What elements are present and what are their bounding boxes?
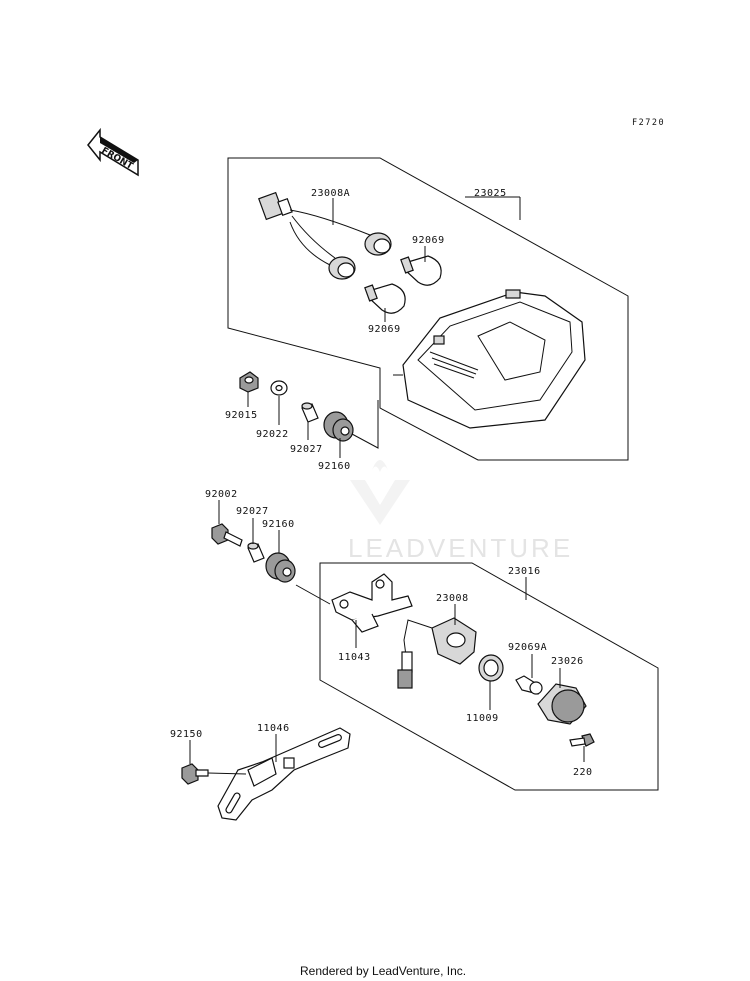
label-23025: 23025 (474, 188, 507, 199)
front-arrow-icon: FRONT (87, 127, 139, 177)
label-23008A: 23008A (311, 188, 350, 199)
label-92069A: 92069A (508, 642, 547, 653)
label-23016: 23016 (508, 566, 541, 577)
bolt-92002 (211, 523, 243, 547)
grommet-92160-upper (323, 411, 354, 442)
label-11009: 11009 (466, 713, 499, 724)
label-23026: 23026 (551, 656, 584, 667)
license-light-assembly-frame (319, 562, 659, 791)
watermark-text: LEADVENTURE (348, 533, 573, 563)
leader-grommet-upper (351, 400, 379, 449)
label-92002: 92002 (205, 489, 238, 500)
label-92069-top: 92069 (412, 235, 445, 246)
label-92150: 92150 (170, 729, 203, 740)
grommet-92160-lower (265, 552, 296, 583)
o-ring-11009 (478, 654, 504, 682)
bulb-92069-bottom (364, 283, 406, 314)
nut-92015 (239, 371, 259, 393)
screw-220 (569, 733, 595, 747)
leader-grommet-lower (295, 584, 331, 605)
label-92015: 92015 (225, 410, 258, 421)
collar-92027-lower (247, 542, 265, 563)
label-92069-bottom: 92069 (368, 324, 401, 335)
diagram-code: F2720 (632, 118, 665, 128)
bulb-92069A (515, 675, 543, 695)
label-92027-upper: 92027 (290, 444, 323, 455)
label-220: 220 (573, 767, 593, 778)
footer-credit: Rendered by LeadVenture, Inc. (300, 964, 466, 978)
label-92160-lower: 92160 (262, 519, 295, 530)
collar-92027-upper (301, 402, 319, 423)
wiring-harness-23008A (258, 191, 392, 280)
bracket-11043 (331, 573, 413, 633)
bolt-92150 (181, 763, 247, 785)
label-11043: 11043 (338, 652, 371, 663)
taillight-assembly-frame (227, 157, 629, 461)
watermark-logo (350, 460, 410, 525)
plate-bracket-11046 (217, 727, 351, 821)
lens-23026 (537, 683, 587, 725)
bulb-92069-top (400, 255, 442, 286)
label-92160-upper: 92160 (318, 461, 351, 472)
taillight-housing-23025 (393, 289, 586, 429)
label-11046: 11046 (257, 723, 290, 734)
label-92022: 92022 (256, 429, 289, 440)
leader-lines (189, 196, 585, 764)
label-23008: 23008 (436, 593, 469, 604)
label-92027-lower: 92027 (236, 506, 269, 517)
license-lamp-23008 (397, 617, 477, 689)
washer-92022 (270, 380, 288, 396)
